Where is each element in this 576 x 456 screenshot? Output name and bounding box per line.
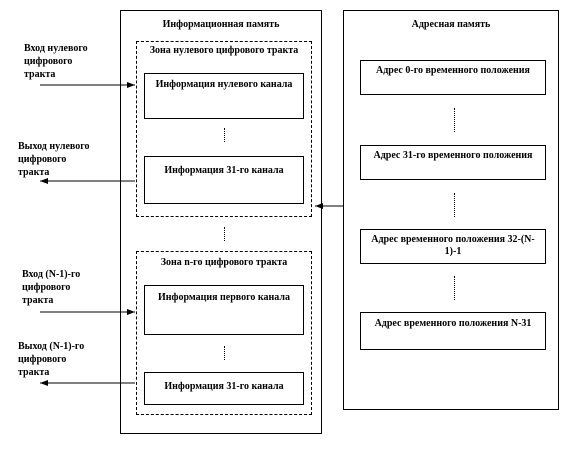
address-memory-title: Адресная память (411, 19, 491, 30)
zoneN-channel31-box: Информация 31-го канала (144, 372, 304, 405)
zoneN-channel31-text: Информация 31-го канала (164, 381, 284, 392)
zone0-channel31-text: Информация 31-го канала (164, 165, 284, 176)
address-box-31: Адрес 31-го временного положения (360, 145, 546, 180)
output-tractN-label: Выход (N-1)-го цифрового тракта (18, 341, 85, 378)
zone0-channel0-text: Информация нулевого канала (155, 79, 293, 90)
address-box-31-text: Адрес 31-го временного положения (373, 150, 533, 161)
address-box-n1: Адрес временного положения 32-(N-1)-1 (360, 229, 546, 264)
input-tract0-label: Вход нулевого цифрового тракта (24, 43, 88, 80)
zone0-ellipsis (224, 128, 227, 142)
address-ellipsis-2 (454, 193, 457, 217)
address-ellipsis-1 (454, 108, 457, 132)
address-box-0: Адрес 0-го временного положения (360, 60, 546, 95)
zone0-title: Зона нулевого цифрового тракта (149, 45, 299, 56)
address-box-0-text: Адрес 0-го временного положения (376, 65, 530, 76)
info-memory-title: Информационная память (162, 19, 280, 30)
zone0-channel0-box: Информация нулевого канала (144, 73, 304, 119)
address-ellipsis-3 (454, 276, 457, 300)
zoneN-channel1-box: Информация первого канала (144, 285, 304, 335)
zone0-channel31-box: Информация 31-го канала (144, 156, 304, 204)
address-box-n31: Адрес временного положения N-31 (360, 312, 546, 350)
input-tractN-label: Вход (N-1)-го цифрового тракта (22, 269, 81, 306)
zoneN-ellipsis (224, 346, 227, 360)
zone0-frame (136, 41, 312, 217)
address-box-n31-text: Адрес временного положения N-31 (374, 318, 532, 329)
zones-ellipsis (224, 227, 227, 241)
zoneN-frame (136, 251, 312, 415)
output-tract0-label: Выход нулевого цифрового тракта (18, 141, 90, 178)
zoneN-channel1-text: Информация первого канала (157, 292, 290, 303)
address-box-n1-text: Адрес временного положения 32-(N-1)-1 (371, 234, 535, 257)
zoneN-title: Зона n-го цифрового тракта (160, 257, 288, 268)
